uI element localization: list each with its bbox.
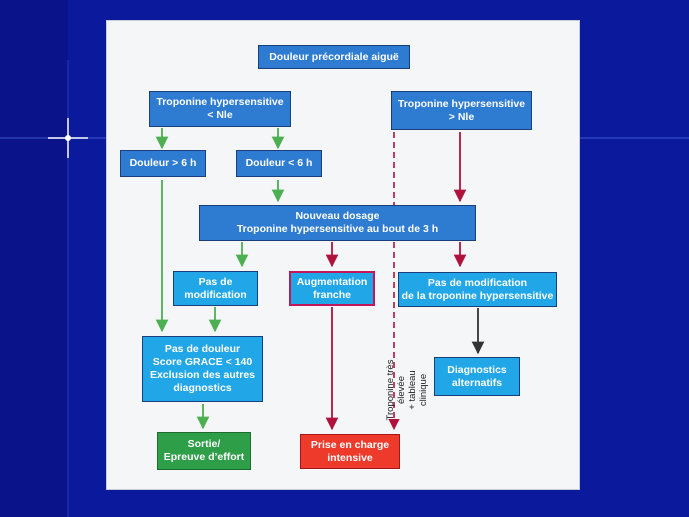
box-no-pain-grace: Pas de douleur Score GRACE < 140 Exclusi…	[142, 336, 263, 402]
box-troponin-no-modification: Pas de modification de la troponine hype…	[398, 272, 557, 307]
box-acute-chest-pain: Douleur précordiale aiguë	[258, 45, 410, 69]
box-new-dosage: Nouveau dosage Troponine hypersensitive …	[199, 205, 476, 241]
box-alternative-diagnoses: Diagnostics alternatifs	[434, 357, 520, 396]
box-troponin-above-normal: Troponine hypersensitive > Nle	[391, 91, 532, 130]
box-no-modification: Pas de modification	[173, 271, 258, 306]
box-clear-increase: Augmentation franche	[289, 271, 375, 306]
box-intensive-care: Prise en charge intensive	[300, 434, 400, 469]
box-pain-under-6h: Douleur < 6 h	[236, 150, 322, 177]
dashed-path-label: Troponine très élevée + tableau clinique	[385, 359, 429, 421]
box-exit-stress-test: Sortie/ Epreuve d’effort	[157, 432, 251, 470]
sparkle-icon	[48, 118, 88, 158]
box-troponin-below-normal: Troponine hypersensitive < Nle	[149, 91, 291, 127]
box-pain-over-6h: Douleur > 6 h	[120, 150, 206, 177]
